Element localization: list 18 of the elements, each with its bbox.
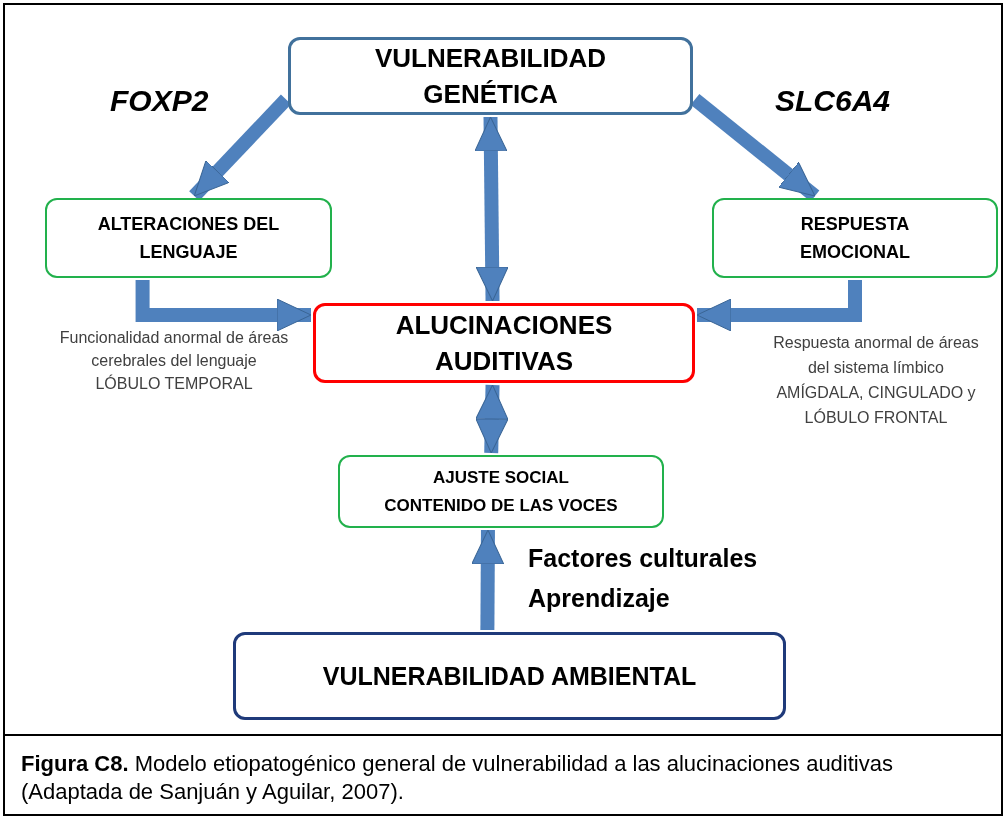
process-box: VULNERABILIDAD GENÉTICA — [288, 37, 693, 115]
annotation-text: LÓBULO TEMPORAL — [94, 373, 254, 394]
process-box: AJUSTE SOCIAL CONTENIDO DE LAS VOCES — [338, 455, 664, 528]
annotation-text: AMÍGDALA, CINGULADO y LÓBULO FRONTAL — [775, 382, 977, 428]
figure-caption: Figura C8. Modelo etiopatogénico general de vulnerabilidad a las alucinaciones auditivas (Adaptada de Sanjuán y Aguilar, 2007). — [3, 734, 1003, 816]
block-arrow — [696, 280, 862, 332]
process-box: ALTERACIONES DEL LENGUAJE — [45, 198, 332, 278]
annotation-text: Funcionalidad anormal de áreas cerebrales del lenguaje — [58, 328, 290, 371]
block-arrow — [471, 529, 505, 631]
process-box: RESPUESTA EMOCIONAL — [712, 198, 998, 278]
block-arrow — [475, 384, 509, 454]
edge-label: Factores culturales Aprendizaje — [528, 543, 759, 614]
edge-label: SLC6A4 — [775, 83, 892, 119]
edge-label: FOXP2 — [110, 83, 210, 119]
annotation-text: Respuesta anormal de áreas del sistema límbico — [772, 333, 980, 378]
process-box: VULNERABILIDAD AMBIENTAL — [233, 632, 786, 720]
block-arrow — [135, 280, 312, 332]
process-box: ALUCINACIONES AUDITIVAS — [313, 303, 695, 383]
